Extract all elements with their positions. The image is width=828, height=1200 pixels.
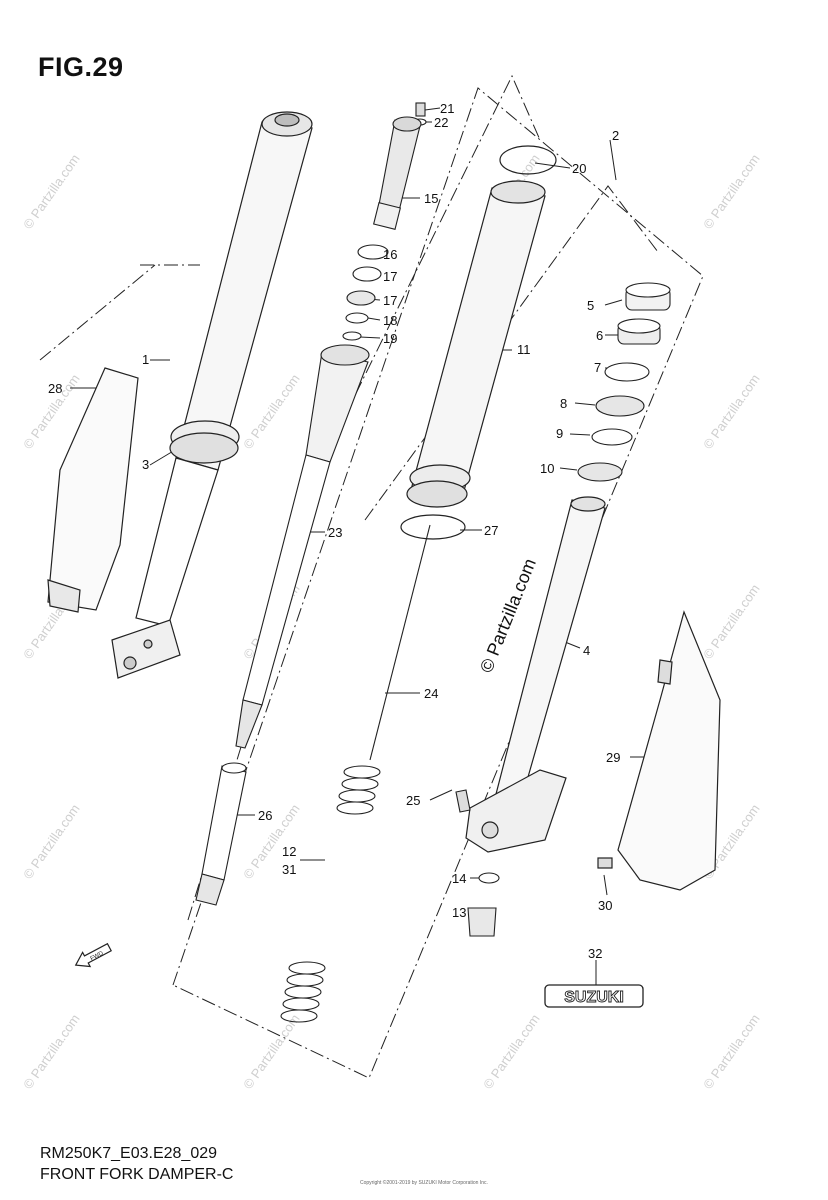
callout-9: 9 [556, 426, 563, 441]
callout-2: 2 [612, 128, 619, 143]
part-26-sleeve [195, 762, 247, 906]
callout-12: 12 [282, 844, 296, 859]
callout-23: 23 [328, 525, 342, 540]
callout-11: 11 [517, 342, 531, 357]
callout-20: 20 [572, 161, 586, 176]
callout-10: 10 [540, 461, 554, 476]
copyright-notice: Copyright ©2001-2019 by SUZUKI Motor Cor… [360, 1180, 488, 1186]
callout-labels: 1 2 3 4 5 6 7 8 9 10 11 12 13 14 15 16 1… [48, 101, 620, 961]
callout-17a: 17 [383, 269, 397, 284]
fork-assembly-left [111, 111, 313, 679]
callout-27: 27 [484, 523, 498, 538]
callout-25: 25 [406, 793, 420, 808]
watermark: © Partzilla.com [240, 371, 303, 451]
rod-and-springs [280, 524, 431, 1023]
part-30-bolt [597, 857, 613, 869]
part-19-oring [342, 331, 362, 341]
callout-16: 16 [383, 247, 397, 262]
callout-19: 19 [383, 331, 397, 346]
callout-24: 24 [424, 686, 438, 701]
figure-title: FIG.29 [38, 52, 124, 82]
part-24-rod [369, 524, 431, 761]
part-32-emblem: SUZUKI [544, 984, 644, 1008]
part-16-oring [357, 244, 389, 260]
callout-4: 4 [583, 643, 590, 658]
tube-bushings-and-seals [577, 282, 671, 482]
callout-8: 8 [560, 396, 567, 411]
part-13-base-valve [467, 907, 497, 937]
callout-30: 30 [598, 898, 612, 913]
part-21-bolt [415, 102, 426, 117]
callout-13: 13 [452, 905, 466, 920]
part-25-bolt [455, 789, 471, 813]
callout-7: 7 [594, 360, 601, 375]
part-27-oring [400, 514, 466, 540]
callout-21: 21 [440, 101, 454, 116]
watermark: © Partzilla.com [20, 151, 83, 231]
model-code: RM250K7_E03.E28_029 [40, 1145, 218, 1162]
part-14-washer [478, 872, 500, 884]
watermark: © Partzilla.com [700, 1011, 763, 1091]
fork-guard-right [597, 610, 721, 891]
part-20-oring [499, 145, 557, 175]
callout-6: 6 [596, 328, 603, 343]
section-name: FRONT FORK DAMPER-C [40, 1166, 234, 1183]
part-12-spring [336, 765, 381, 815]
part-17-ring-a [352, 266, 382, 282]
callout-32: 32 [588, 946, 602, 961]
part-18-washer [345, 312, 369, 324]
watermark: © Partzilla.com [700, 581, 763, 661]
part-31-spring [280, 961, 326, 1023]
callout-22: 22 [434, 115, 448, 130]
watermark: © Partzilla.com [20, 801, 83, 881]
callout-31: 31 [282, 862, 296, 877]
callout-3: 3 [142, 457, 149, 472]
callout-17b: 17 [383, 293, 397, 308]
damper-rod [235, 344, 370, 749]
callout-14: 14 [452, 871, 466, 886]
callout-15: 15 [424, 191, 438, 206]
callout-26: 26 [258, 808, 272, 823]
group-outlines [39, 74, 704, 1079]
part-7-washer [604, 362, 650, 382]
inner-tube [465, 496, 606, 853]
lower-fasteners [455, 789, 500, 937]
callout-18: 18 [383, 313, 397, 328]
fork-guard-left [47, 367, 139, 613]
fwd-arrow-icon: FWD [74, 942, 112, 968]
inner-group-outline [187, 74, 541, 921]
part-17-ring-b [346, 290, 376, 306]
emblem-text: SUZUKI [564, 989, 624, 1006]
watermark: © Partzilla.com [700, 371, 763, 451]
callout-5: 5 [587, 298, 594, 313]
watermark: © Partzilla.com [480, 1011, 543, 1091]
part-10-dust-seal [577, 462, 623, 482]
part-9-circlip [591, 428, 633, 446]
guard-group-outline [39, 264, 156, 361]
watermark: © Partzilla.com [700, 151, 763, 231]
damper-top-parts [342, 102, 427, 341]
outer-tube-group-outline [364, 185, 659, 521]
part-15-damper-cap [377, 119, 421, 216]
callout-1: 1 [142, 352, 149, 367]
callout-28: 28 [48, 381, 62, 396]
callout-29: 29 [606, 750, 620, 765]
part-8-oil-seal [595, 395, 645, 417]
watermark: © Partzilla.com [240, 1011, 303, 1091]
watermark: © Partzilla.com [20, 1011, 83, 1091]
outer-group-outline [172, 87, 704, 1079]
outer-tube [400, 145, 557, 540]
